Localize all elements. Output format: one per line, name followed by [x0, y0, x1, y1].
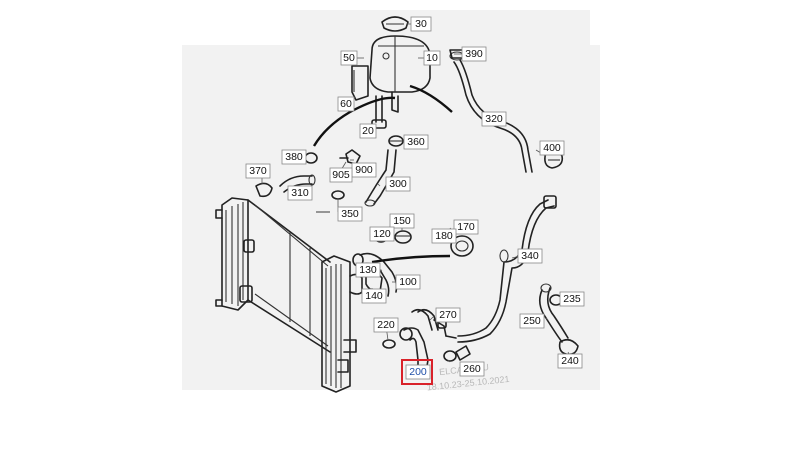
callout-240[interactable]: 240 — [557, 353, 583, 369]
callout-310[interactable]: 310 — [287, 185, 313, 201]
clamp-220 — [382, 339, 396, 349]
callout-905[interactable]: 905 — [329, 167, 353, 183]
callout-10-label: 10 — [426, 52, 438, 64]
clamp-360 — [388, 135, 404, 147]
callout-200-label: 200 — [409, 366, 427, 378]
callout-140-label: 140 — [365, 290, 383, 302]
callout-10[interactable]: 10 — [423, 50, 441, 66]
callout-120-label: 120 — [373, 228, 391, 240]
callout-60[interactable]: 60 — [337, 96, 355, 112]
callout-150-label: 150 — [393, 215, 411, 227]
callout-260[interactable]: 260 — [459, 361, 485, 377]
callout-235[interactable]: 235 — [559, 291, 585, 307]
clamp-170 — [450, 235, 474, 257]
callout-300-label: 300 — [389, 178, 407, 190]
callout-20[interactable]: 20 — [359, 123, 377, 139]
callout-370-label: 370 — [249, 165, 267, 177]
callout-350[interactable]: 350 — [337, 206, 363, 222]
callout-180-label: 180 — [435, 230, 453, 242]
callout-380-label: 380 — [285, 151, 303, 163]
callout-30[interactable]: 30 — [410, 16, 432, 32]
callout-50-label: 50 — [343, 52, 355, 64]
callout-235-label: 235 — [563, 293, 581, 305]
hose-340 — [457, 195, 557, 343]
clamp-240 — [558, 338, 579, 356]
callout-390[interactable]: 390 — [461, 46, 487, 62]
callout-240-label: 240 — [561, 355, 579, 367]
callout-170[interactable]: 170 — [453, 219, 479, 235]
callout-360[interactable]: 360 — [403, 134, 429, 150]
callout-200[interactable]: 200 — [401, 359, 433, 385]
callout-180[interactable]: 180 — [431, 228, 457, 244]
callout-100[interactable]: 100 — [395, 274, 421, 290]
callout-340-label: 340 — [521, 250, 539, 262]
callout-140[interactable]: 140 — [361, 288, 387, 304]
callouts: 30 50 10 390 60 20 320 360 380 400 370 9… — [245, 16, 585, 385]
callout-170-label: 170 — [457, 221, 475, 233]
callout-360-label: 360 — [407, 136, 425, 148]
callout-310-label: 310 — [291, 187, 309, 199]
sensor-900 — [339, 149, 361, 165]
callout-130-label: 130 — [359, 264, 377, 276]
callout-220-label: 220 — [377, 319, 395, 331]
callout-200-highlight — [401, 359, 433, 385]
callout-270-label: 270 — [439, 309, 457, 321]
callout-20-label: 20 — [362, 125, 374, 137]
callout-340[interactable]: 340 — [517, 248, 543, 264]
callout-150[interactable]: 150 — [389, 213, 415, 229]
callout-250-label: 250 — [523, 315, 541, 327]
clamp-150 — [394, 230, 412, 244]
callout-300[interactable]: 300 — [385, 176, 411, 192]
callout-900-label: 900 — [355, 164, 373, 176]
callout-905-label: 905 — [332, 169, 350, 181]
radiator — [215, 197, 363, 393]
hose-200 — [399, 308, 439, 373]
callout-50[interactable]: 50 — [340, 50, 358, 66]
callout-250[interactable]: 250 — [519, 313, 545, 329]
callout-120[interactable]: 120 — [369, 226, 395, 242]
callout-390-label: 390 — [465, 48, 483, 60]
callout-350-label: 350 — [341, 208, 359, 220]
callout-320-label: 320 — [485, 113, 503, 125]
callout-900[interactable]: 900 — [351, 162, 377, 178]
callout-400[interactable]: 400 — [539, 140, 565, 156]
callout-400-label: 400 — [543, 142, 561, 154]
callout-30-label: 30 — [415, 18, 427, 30]
callout-220[interactable]: 220 — [373, 317, 399, 333]
callout-130[interactable]: 130 — [355, 262, 381, 278]
callout-270[interactable]: 270 — [435, 307, 461, 323]
callout-100-label: 100 — [399, 276, 417, 288]
callout-320[interactable]: 320 — [481, 111, 507, 127]
callout-60-label: 60 — [340, 98, 352, 110]
callout-380[interactable]: 380 — [281, 149, 307, 165]
callout-370[interactable]: 370 — [245, 163, 271, 179]
callout-260-label: 260 — [463, 363, 481, 375]
clamp-260 — [443, 345, 471, 362]
